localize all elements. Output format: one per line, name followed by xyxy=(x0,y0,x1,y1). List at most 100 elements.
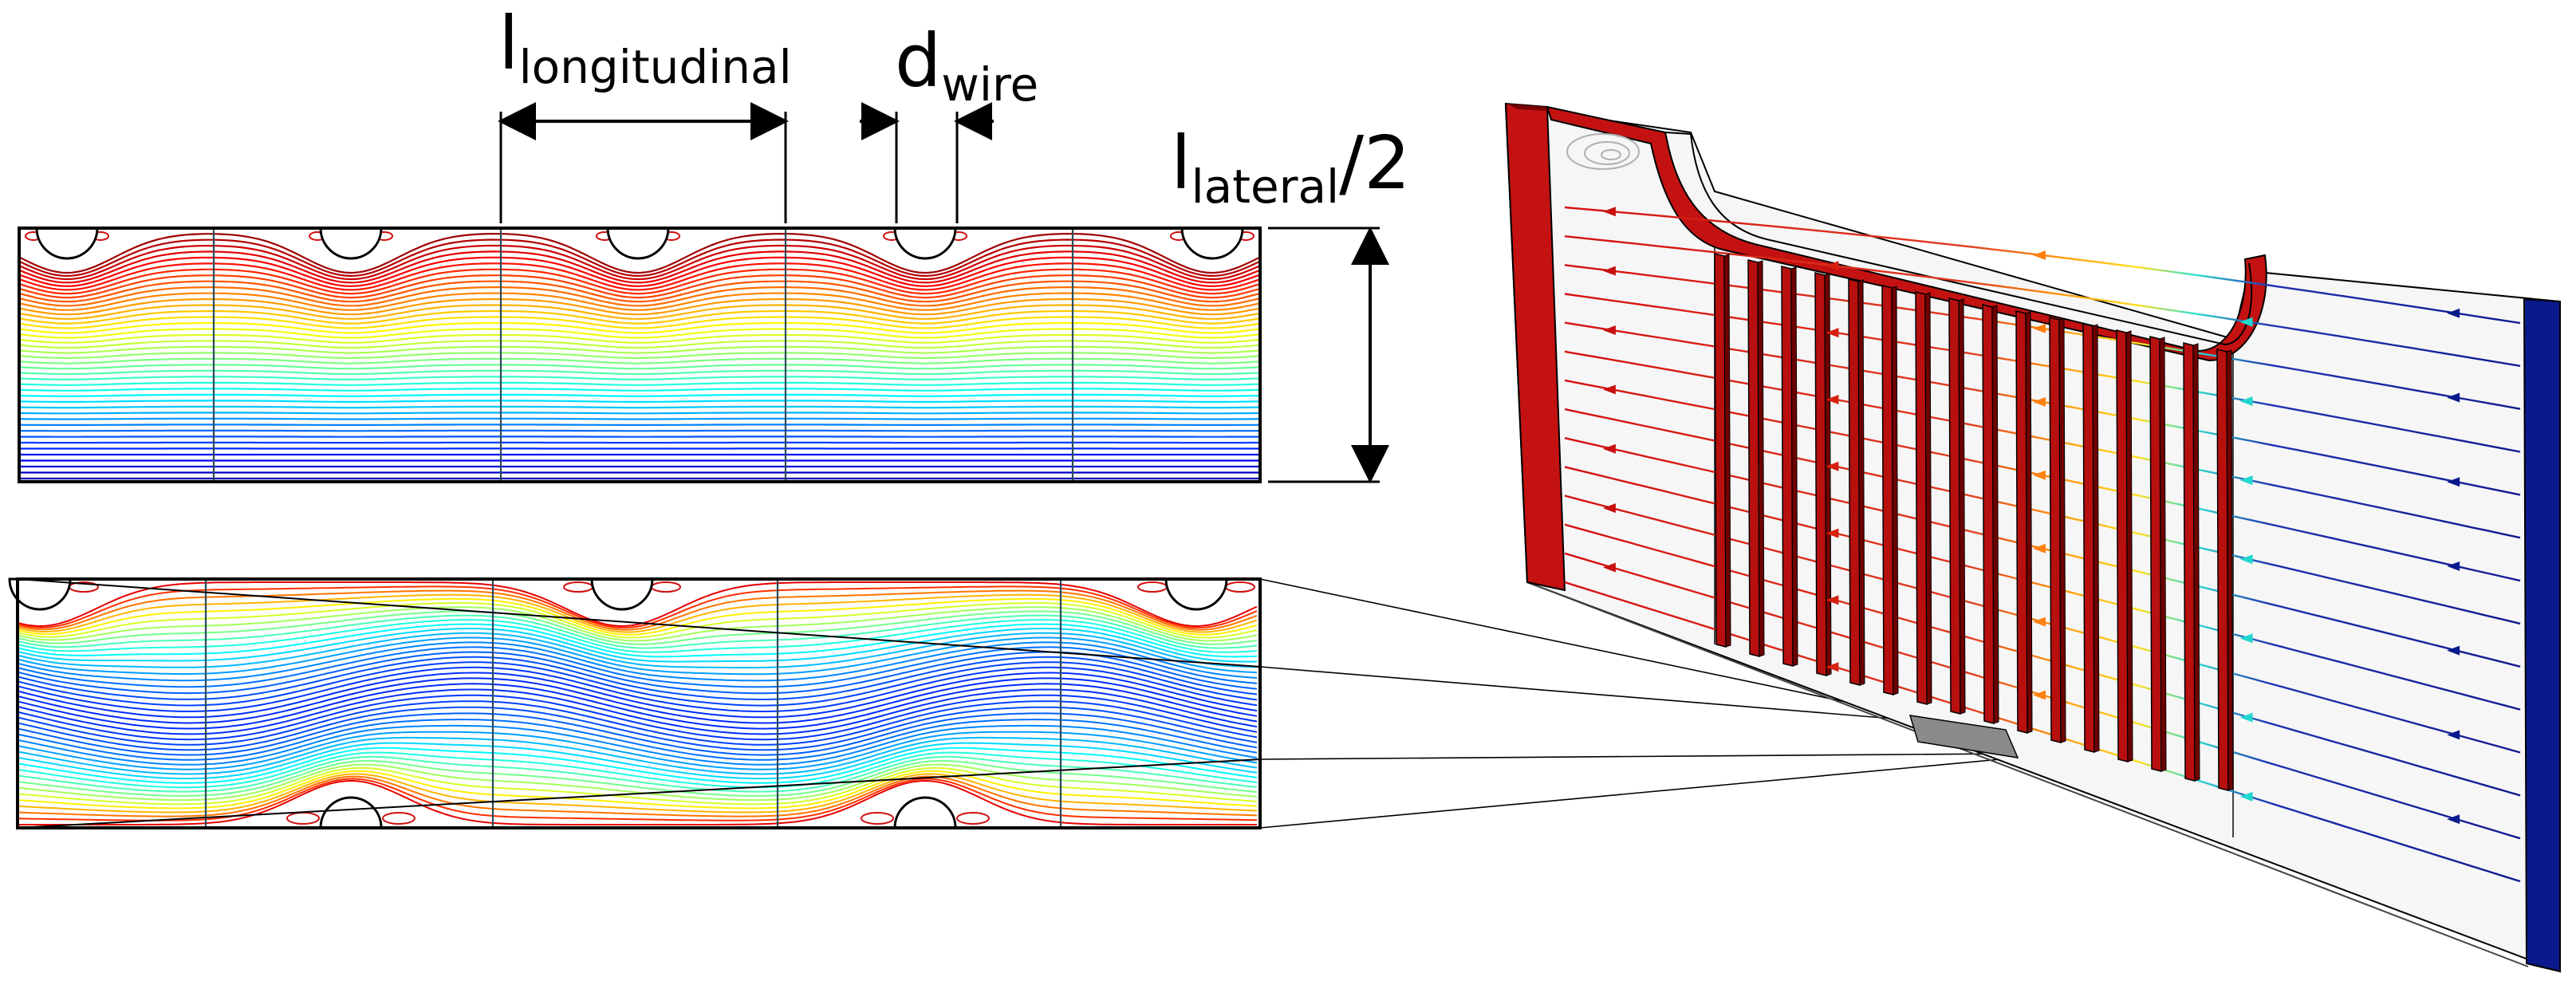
flow-arrow-icon xyxy=(2239,712,2253,723)
streamline xyxy=(19,316,1259,329)
streamline xyxy=(18,688,1258,735)
streamline xyxy=(18,614,1258,649)
streamline xyxy=(18,632,1258,669)
streamline xyxy=(18,593,1258,633)
model-flow-arrows xyxy=(1602,207,2460,825)
streamline xyxy=(19,233,1259,274)
model-streamline xyxy=(1564,235,2521,367)
streamline xyxy=(19,268,1259,295)
streamline xyxy=(18,778,1258,821)
streamline xyxy=(19,309,1259,325)
wire-cross-section xyxy=(1164,577,1228,611)
wire-mesh-3d-model xyxy=(1504,102,2561,973)
bottom-streamlines xyxy=(18,581,1258,825)
streamline xyxy=(19,376,1259,381)
zoom-region-marker xyxy=(1908,715,2019,758)
streamline xyxy=(19,298,1259,316)
wire-cross-section xyxy=(590,577,654,611)
top-cell-dividers xyxy=(212,228,1074,482)
flow-arrow-icon xyxy=(1602,207,1616,217)
flow-arrow-icon xyxy=(2239,791,2253,802)
streamline xyxy=(19,417,1259,420)
streamline xyxy=(19,369,1259,376)
wire-cross-section xyxy=(893,796,957,829)
vertical-wire-side xyxy=(2058,317,2066,743)
flow-arrow-icon xyxy=(2447,308,2460,318)
flow-arrow-icon xyxy=(2447,814,2460,825)
streamline xyxy=(18,597,1258,636)
streamline xyxy=(19,286,1259,307)
streamline xyxy=(19,256,1259,287)
flow-arrow-icon xyxy=(2033,470,2046,480)
recirculation-loop xyxy=(651,581,681,593)
wire-cross-section xyxy=(319,796,383,829)
streamline xyxy=(18,742,1258,780)
wire-label: dwire xyxy=(895,18,1038,112)
streamline xyxy=(19,364,1259,370)
streamline xyxy=(19,424,1259,426)
streamline xyxy=(19,238,1259,278)
flow-arrow-icon xyxy=(2447,561,2460,571)
streamline xyxy=(19,328,1259,339)
recirculation-loop xyxy=(956,812,990,825)
streamline xyxy=(18,779,1257,825)
streamline xyxy=(18,646,1258,688)
flow-arrow-icon xyxy=(2239,554,2253,565)
flow-arrow-icon xyxy=(1826,394,1839,404)
wire-cross-section xyxy=(893,227,957,260)
streamline xyxy=(18,677,1258,724)
streamline xyxy=(18,731,1258,770)
streamline xyxy=(18,589,1258,631)
flow-arrow-icon xyxy=(2033,617,2046,627)
bottom-panel-border xyxy=(16,577,1262,829)
flow-arrow-icon xyxy=(2033,396,2046,407)
top-panel-border xyxy=(18,227,1262,483)
flow-arrow-icon xyxy=(1602,384,1616,395)
vertical-wire-side xyxy=(2159,337,2167,772)
streamline xyxy=(19,304,1259,320)
recirculation-loop xyxy=(1137,581,1168,593)
flow-arrow-icon xyxy=(2447,477,2460,487)
streamline xyxy=(18,759,1258,797)
streamline xyxy=(18,683,1258,730)
streamline xyxy=(18,581,1258,628)
streamline xyxy=(18,656,1258,700)
wire-cross-section xyxy=(606,227,670,260)
flow-arrow-icon xyxy=(2033,323,2046,333)
streamline xyxy=(18,700,1258,746)
streamline xyxy=(19,292,1259,311)
vertical-wire-side xyxy=(1891,286,1899,695)
flow-arrow-icon xyxy=(2239,633,2253,644)
streamline xyxy=(19,357,1259,364)
vertical-wire-side xyxy=(2192,343,2200,782)
streamline xyxy=(18,706,1258,751)
flow-arrow-icon xyxy=(1826,461,1839,471)
flow-arrow-icon xyxy=(2447,730,2460,740)
wire-diameter-dimension: dwire xyxy=(860,18,1038,223)
streamline xyxy=(18,775,1258,818)
vertical-wire-side xyxy=(1790,266,1798,667)
streamline xyxy=(19,412,1258,415)
streamline xyxy=(18,770,1258,810)
streamline xyxy=(18,666,1258,713)
lateral-dimension: llateral/2 xyxy=(1171,120,1411,483)
outlet-boundary-face xyxy=(2523,297,2561,973)
streamline xyxy=(19,244,1259,281)
streamline xyxy=(18,763,1258,802)
flow-arrow-icon xyxy=(1602,325,1616,336)
streamline xyxy=(18,672,1258,719)
streamline xyxy=(18,755,1258,793)
streamline xyxy=(18,623,1258,658)
streamline xyxy=(18,661,1258,707)
lateral-label: llateral/2 xyxy=(1171,120,1411,214)
streamline xyxy=(19,400,1259,403)
streamline xyxy=(19,321,1259,334)
vertical-wire-side xyxy=(1991,305,1999,724)
streamline xyxy=(18,610,1258,645)
flow-arrow-icon xyxy=(2033,250,2046,260)
vertical-wire-side xyxy=(1824,273,1832,676)
domain-box xyxy=(1504,104,2561,973)
wire-cross-section xyxy=(8,577,72,611)
flow-arrow-icon xyxy=(1602,562,1616,573)
